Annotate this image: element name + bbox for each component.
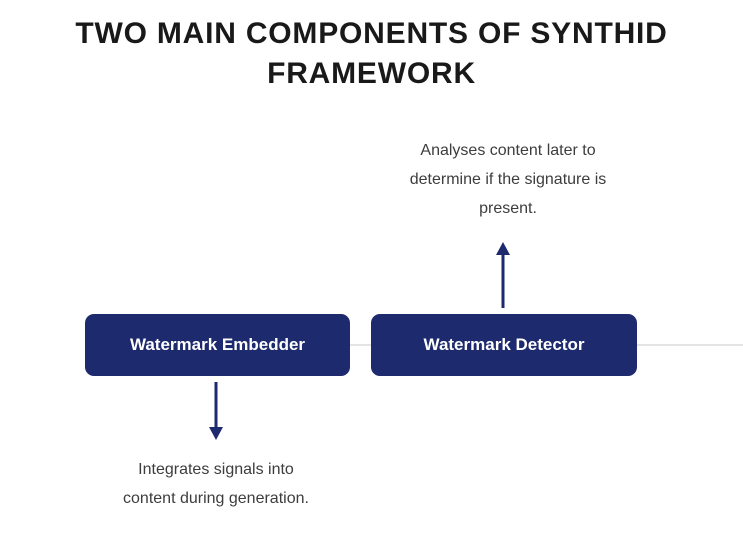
watermark-embedder-box: Watermark Embedder xyxy=(85,314,350,376)
page-title: TWO MAIN COMPONENTS OF SYNTHID FRAMEWORK xyxy=(75,17,668,90)
arrow-down-icon xyxy=(209,382,223,440)
watermark-detector-label: Watermark Detector xyxy=(423,335,585,354)
detector-description: Analyses content later to determine if t… xyxy=(409,142,607,217)
watermark-embedder-label: Watermark Embedder xyxy=(129,335,306,354)
watermark-detector-box: Watermark Detector xyxy=(371,314,637,376)
embedder-description: Integrates signals into content during g… xyxy=(123,461,309,507)
arrow-up-icon xyxy=(496,242,510,308)
